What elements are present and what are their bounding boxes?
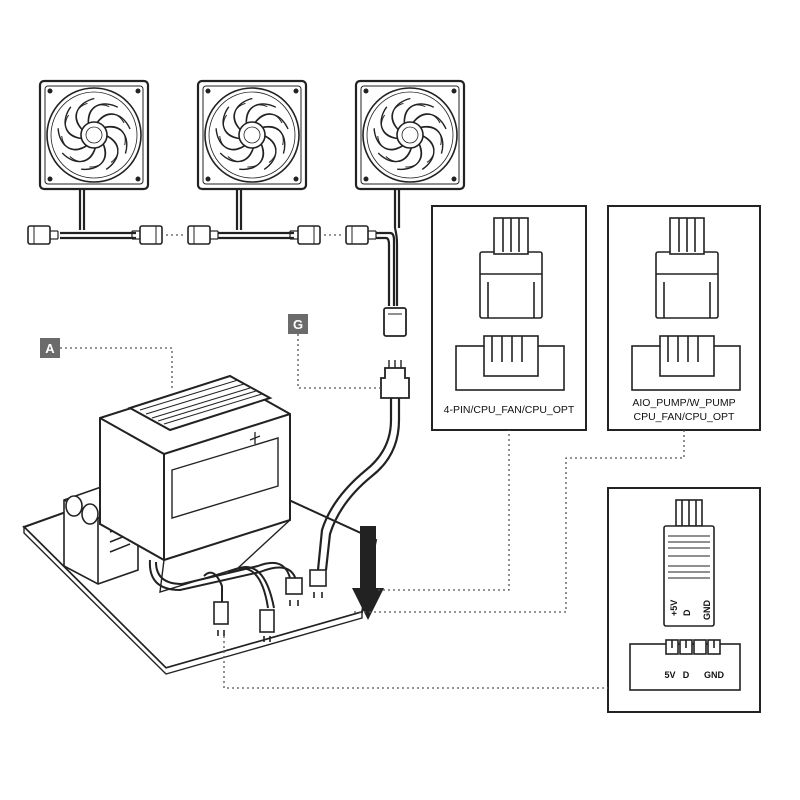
panel-argb: +5V D GND 5V D GND — [607, 487, 761, 713]
label-g-text: G — [293, 317, 303, 332]
label-g: G — [288, 314, 308, 334]
panel-pump: AIO_PUMP/W_PUMP CPU_FAN/CPU_OPT — [607, 205, 761, 431]
fan-3-cable — [376, 189, 401, 306]
fan-1 — [40, 81, 148, 189]
fan-1-cable — [60, 189, 136, 240]
header-label-5v: 5V — [664, 670, 675, 680]
pin-label-d: D — [682, 609, 692, 616]
panel-4pin-header — [455, 335, 565, 391]
leader-panel-2 — [354, 430, 685, 613]
cpu-cooler — [99, 374, 291, 593]
cooler-cables — [148, 559, 297, 609]
fan-3 — [356, 81, 464, 189]
caption-pump-2: CPU_FAN/CPU_OPT — [634, 411, 736, 423]
header-label-gnd: GND — [704, 670, 725, 680]
panel-pump-header — [631, 335, 741, 391]
pin-label-5v: +5V — [669, 600, 679, 616]
leader-panel-3 — [223, 636, 608, 689]
fan-2-cable — [218, 189, 294, 240]
label-a: A — [40, 338, 60, 358]
leader-panel-1 — [378, 430, 510, 591]
fan-1-connector-in — [27, 225, 59, 245]
leader-g — [297, 334, 381, 389]
g-connector — [380, 360, 410, 399]
board-connector-argb — [213, 601, 275, 642]
g-cable — [316, 398, 401, 571]
fan-3-connector-in — [345, 225, 377, 245]
panel-pump-plug — [655, 217, 719, 319]
leader-a — [60, 347, 173, 390]
label-a-text: A — [45, 341, 55, 356]
pin-label-gnd: GND — [702, 600, 712, 621]
insert-arrow — [352, 526, 384, 620]
fan-2-connector-out — [289, 225, 321, 245]
caption-4pin: 4-PIN/CPU_FAN/CPU_OPT — [444, 404, 575, 416]
board-connector-fan — [285, 569, 327, 606]
fan-1-connector-out — [131, 225, 163, 245]
panel-argb-header — [629, 639, 741, 691]
fan-2-connector-in — [187, 225, 219, 245]
caption-pump-1: AIO_PUMP/W_PUMP — [632, 397, 735, 409]
panel-argb-plug — [663, 499, 715, 627]
panel-4pin-plug — [479, 217, 543, 319]
fan-3-inline-connector — [383, 307, 407, 337]
fan-2 — [198, 81, 306, 189]
panel-4pin: 4-PIN/CPU_FAN/CPU_OPT — [431, 205, 587, 431]
header-label-d: D — [683, 670, 690, 680]
